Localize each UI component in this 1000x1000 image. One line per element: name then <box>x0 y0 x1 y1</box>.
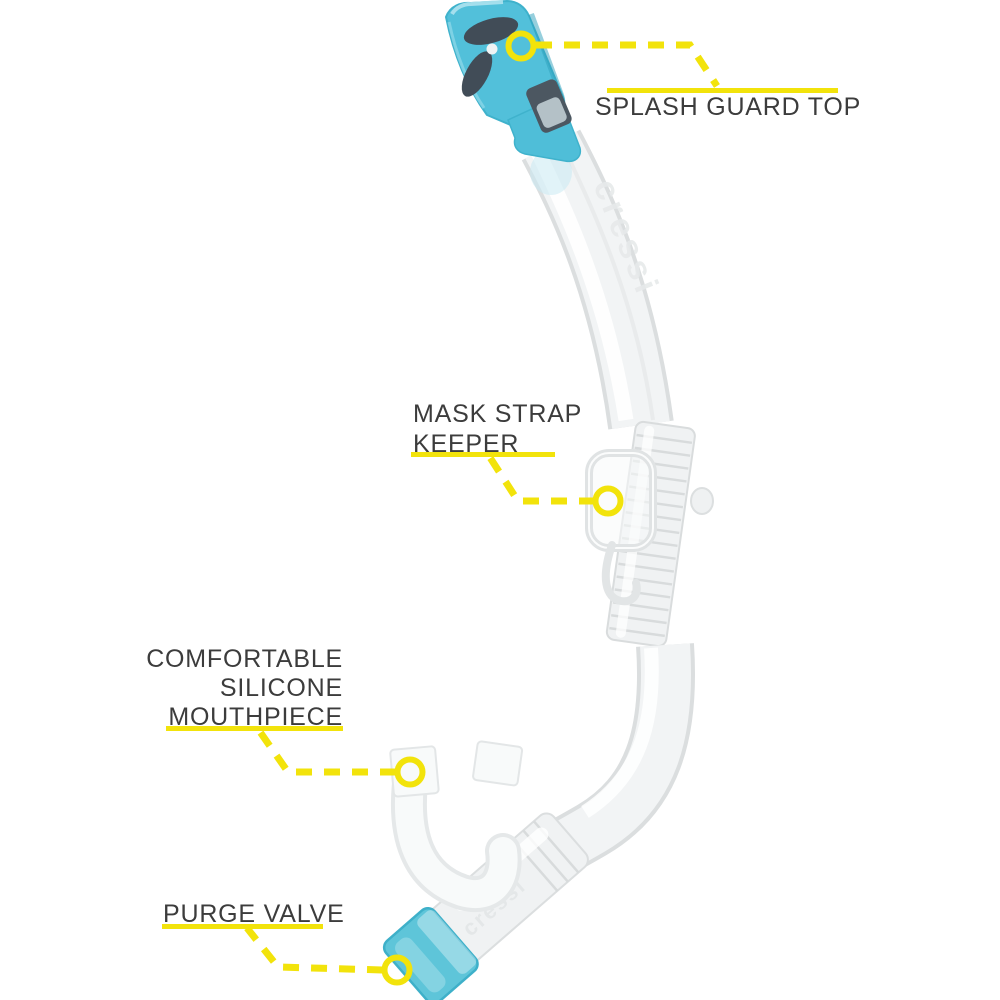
callout-marker-mouthpiece <box>394 756 426 788</box>
callout-rule-mouthpiece <box>166 726 343 731</box>
callout-label-line: KEEPER <box>413 430 520 458</box>
splash-guard-window <box>526 79 572 133</box>
callout-marker-strap-keeper <box>592 485 624 517</box>
callout-marker-purge-valve <box>381 954 413 986</box>
callout-label-mask-strap-keeper: MASK STRAP KEEPER <box>413 399 582 459</box>
mouthpiece-part <box>389 740 524 912</box>
purge-valve-cap <box>382 907 479 1000</box>
callout-label-line: MASK STRAP <box>413 400 583 428</box>
callout-rule-purge-valve <box>162 924 323 929</box>
tube-side-knob <box>690 487 714 515</box>
callout-label-splash-guard-top: SPLASH GUARD TOP <box>595 92 862 122</box>
callout-label-silicone-mouthpiece: COMFORTABLE SILICONE MOUTHPIECE <box>133 645 343 732</box>
splash-guard-hole <box>486 43 498 55</box>
bite-tab-right <box>472 740 524 787</box>
vent-slot-side <box>461 51 493 97</box>
splash-guard-top-part <box>444 0 582 163</box>
callout-label-line: COMFORTABLE <box>146 645 343 673</box>
callout-marker-splash-guard <box>505 30 537 62</box>
callout-label-line: SPLASH GUARD TOP <box>595 93 862 121</box>
vent-slot-top <box>463 17 519 45</box>
callout-label-line: SILICONE <box>219 674 343 702</box>
callout-label-line: MOUTHPIECE <box>168 703 343 731</box>
callout-line-mouthpiece <box>255 726 396 776</box>
callout-rule-strap-keeper <box>411 452 555 457</box>
callout-line-purge-valve <box>244 925 384 974</box>
callout-label-purge-valve: PURGE VALVE <box>163 899 345 929</box>
callout-line-strap-keeper <box>486 454 595 505</box>
snorkel-tube-upper: cressi <box>521 129 674 430</box>
callout-line-splash-guard <box>536 41 720 88</box>
callout-rule-splash-guard <box>607 88 838 93</box>
callout-label-line: PURGE VALVE <box>163 900 345 928</box>
